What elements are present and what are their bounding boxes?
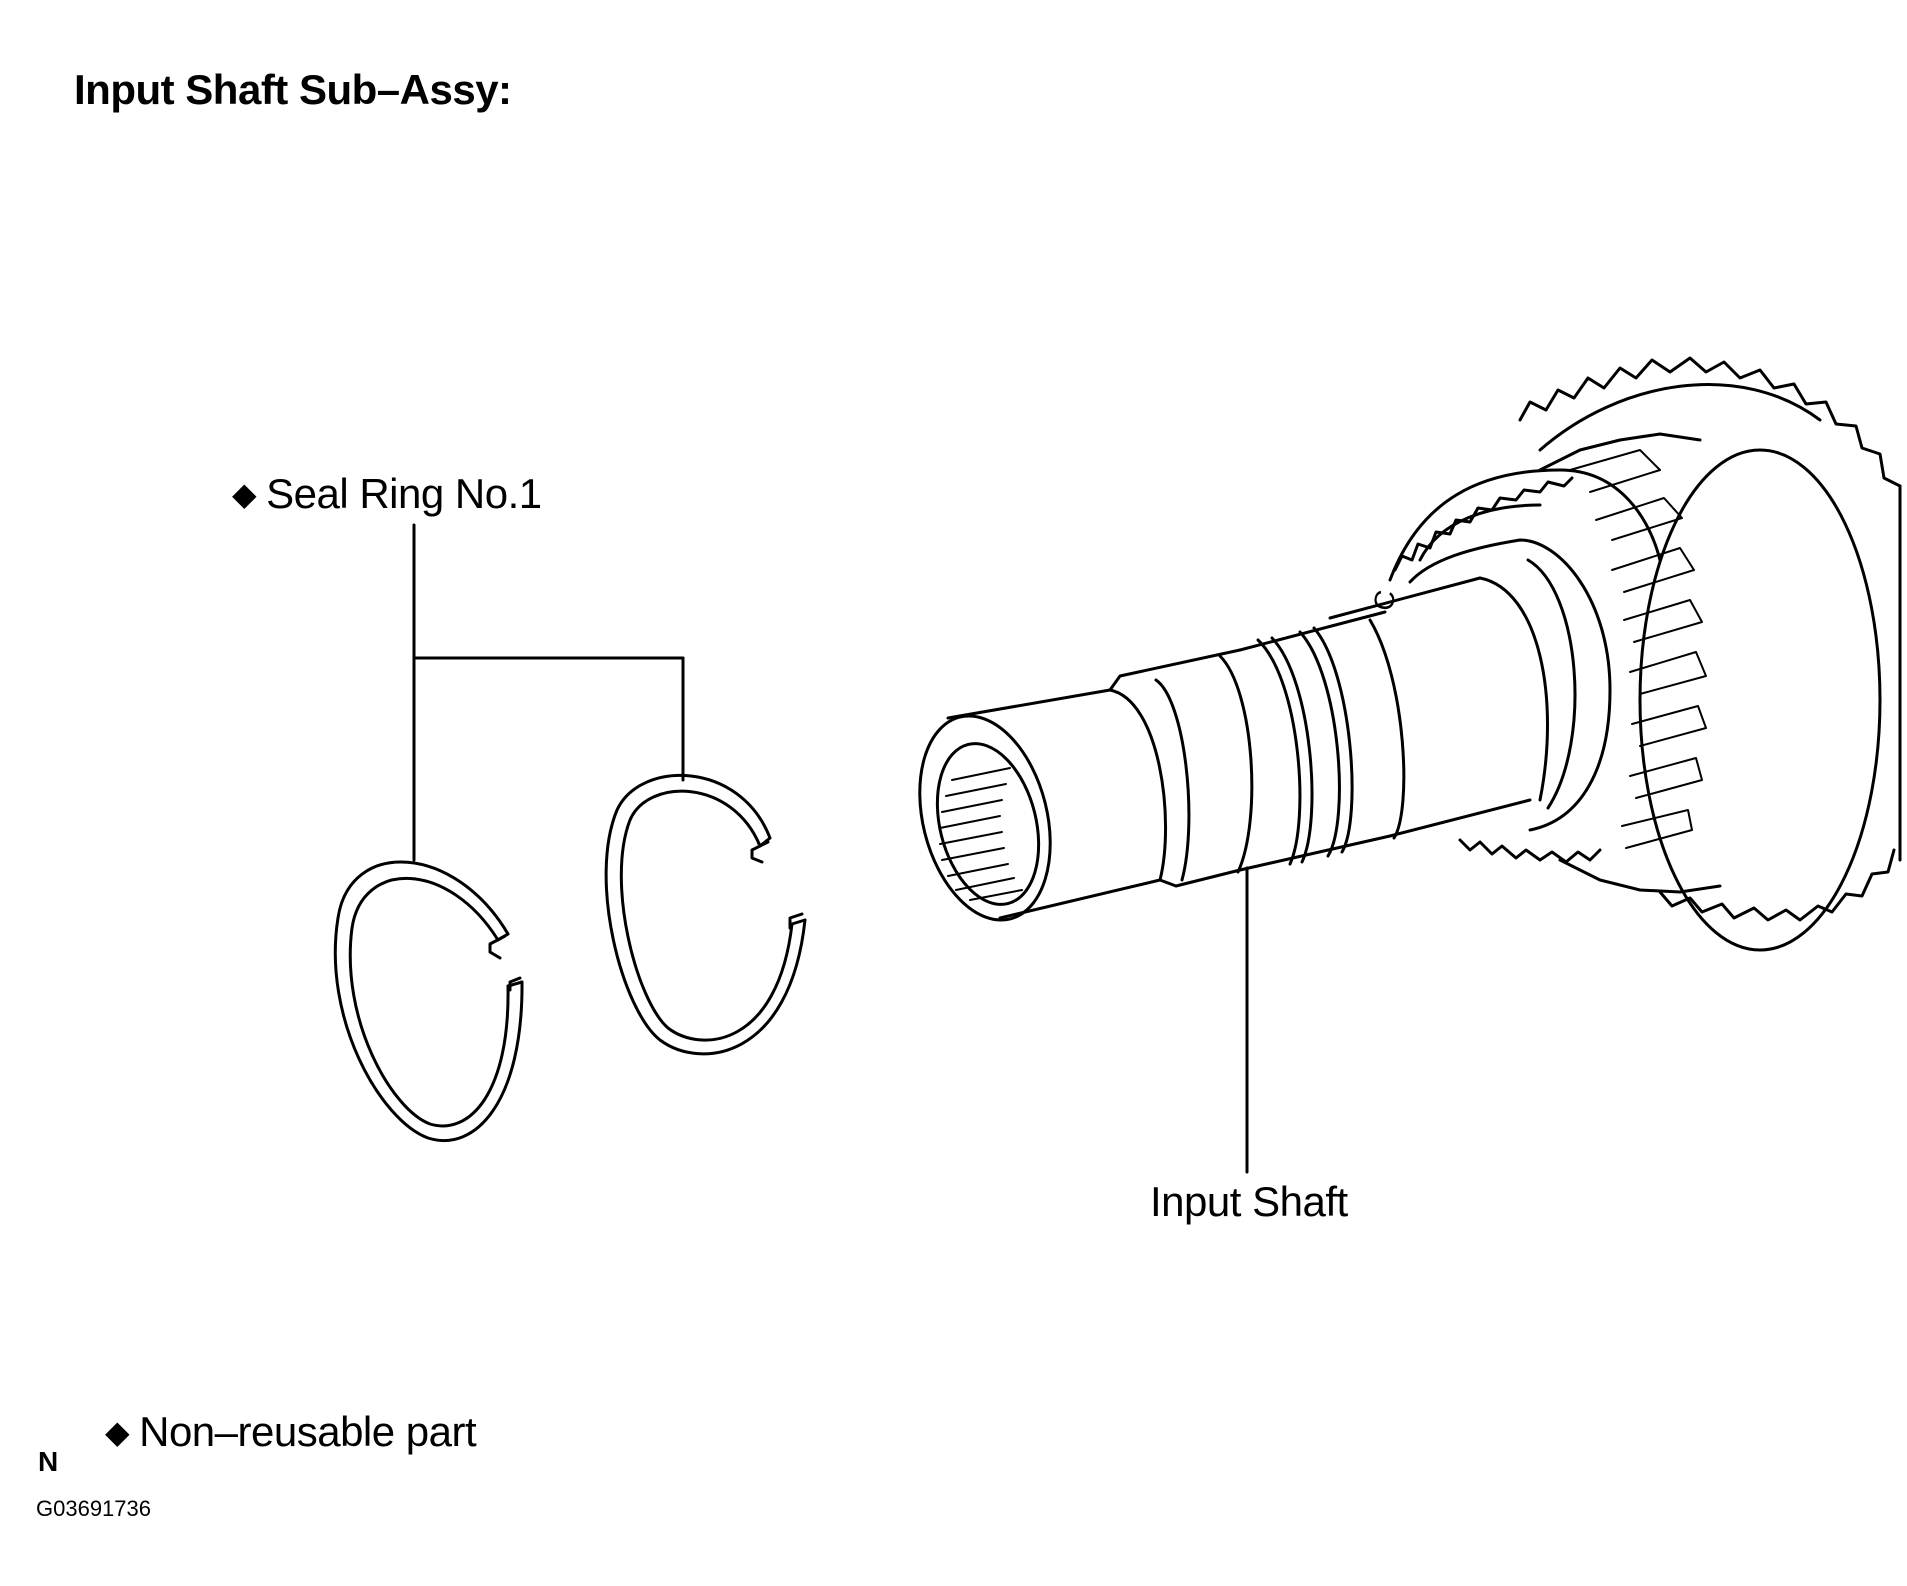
seal-ring-left [333,860,524,1143]
seal-ring-callout: ◆Seal Ring No.1 [232,470,542,518]
input-shaft [918,538,1612,922]
shaft-marking: C [1367,588,1401,613]
outer-gear-ring [1518,356,1902,922]
legend-text: Non–reusable part [139,1408,477,1455]
seal-ring-right [604,773,807,1056]
bore-splines [939,767,1023,901]
corner-mark: N [38,1446,59,1477]
helical-gear [1538,432,1882,952]
page-title: Input Shaft Sub–Assy: [74,66,512,113]
helical-teeth [1569,449,1707,849]
black-diamond-icon: ◆ [105,1414,130,1450]
input-shaft-label: Input Shaft [1150,1178,1348,1225]
legend: ◆Non–reusable part [105,1408,477,1456]
seal-ring-leader-lines [412,523,685,862]
seal-ring-label: Seal Ring No.1 [266,470,542,517]
black-diamond-icon: ◆ [232,476,257,512]
figure-id: G03691736 [36,1496,151,1521]
synchro-cone-gear [1388,468,1662,864]
